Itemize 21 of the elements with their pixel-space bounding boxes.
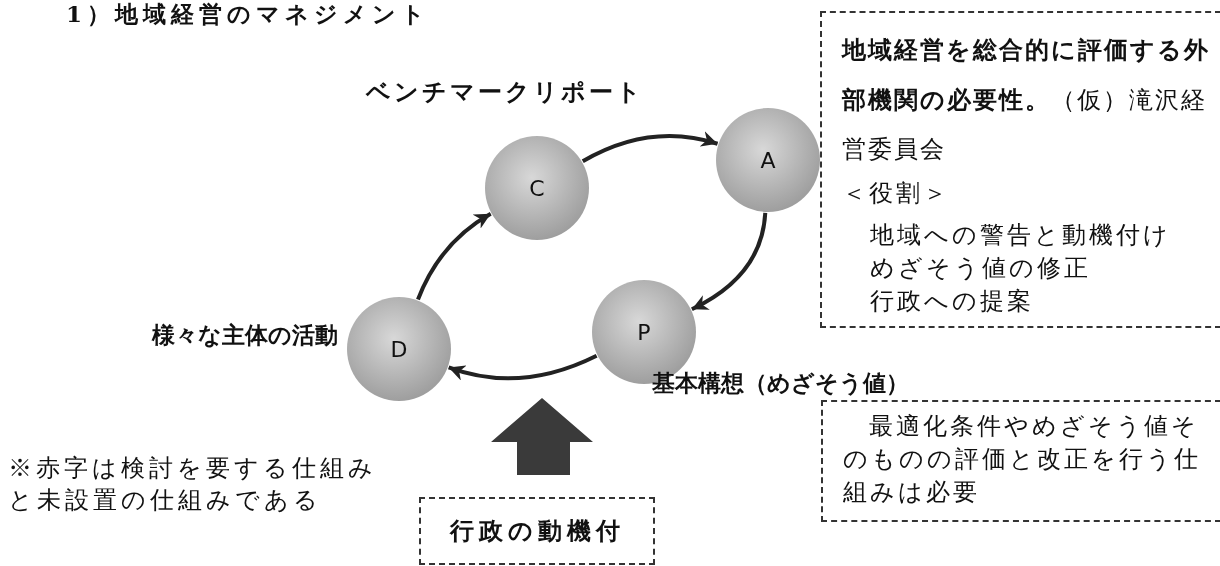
- arrow: [448, 353, 598, 381]
- section-label: ＜役割＞: [842, 178, 950, 209]
- role-text: めざそう値の修正: [870, 253, 1091, 284]
- dashed-box: [820, 11, 1220, 328]
- step-label: ベンチマークリポート: [366, 76, 644, 108]
- title: 1）地域経営のマネジメント: [66, 1, 430, 27]
- role-text: 行政への提案: [870, 286, 1034, 317]
- arrow: [690, 212, 768, 312]
- node-caption: 様々な主体の活動: [152, 320, 338, 350]
- box-text: 最適化条件やめざそう値そのものの評価と改正を行う仕組みは必要: [843, 411, 1202, 508]
- arrow: [416, 212, 492, 301]
- note-text: ※赤字は検討を要する仕組みと未設置の仕組みである: [8, 453, 378, 516]
- role-text: 地域への警告と動機付け: [870, 220, 1171, 251]
- sphere-node: D: [347, 297, 451, 401]
- sphere-node: C: [485, 136, 589, 240]
- dashed-box: [419, 497, 655, 565]
- heading-text: 地域経営を総合的に評価する外部機関の必要性。（仮）滝沢経営委員会: [842, 34, 1211, 165]
- box-text: 行政の動機付: [448, 515, 626, 547]
- arrow: [581, 131, 719, 164]
- dashed-box: [821, 400, 1220, 522]
- sphere-node: A: [716, 108, 820, 212]
